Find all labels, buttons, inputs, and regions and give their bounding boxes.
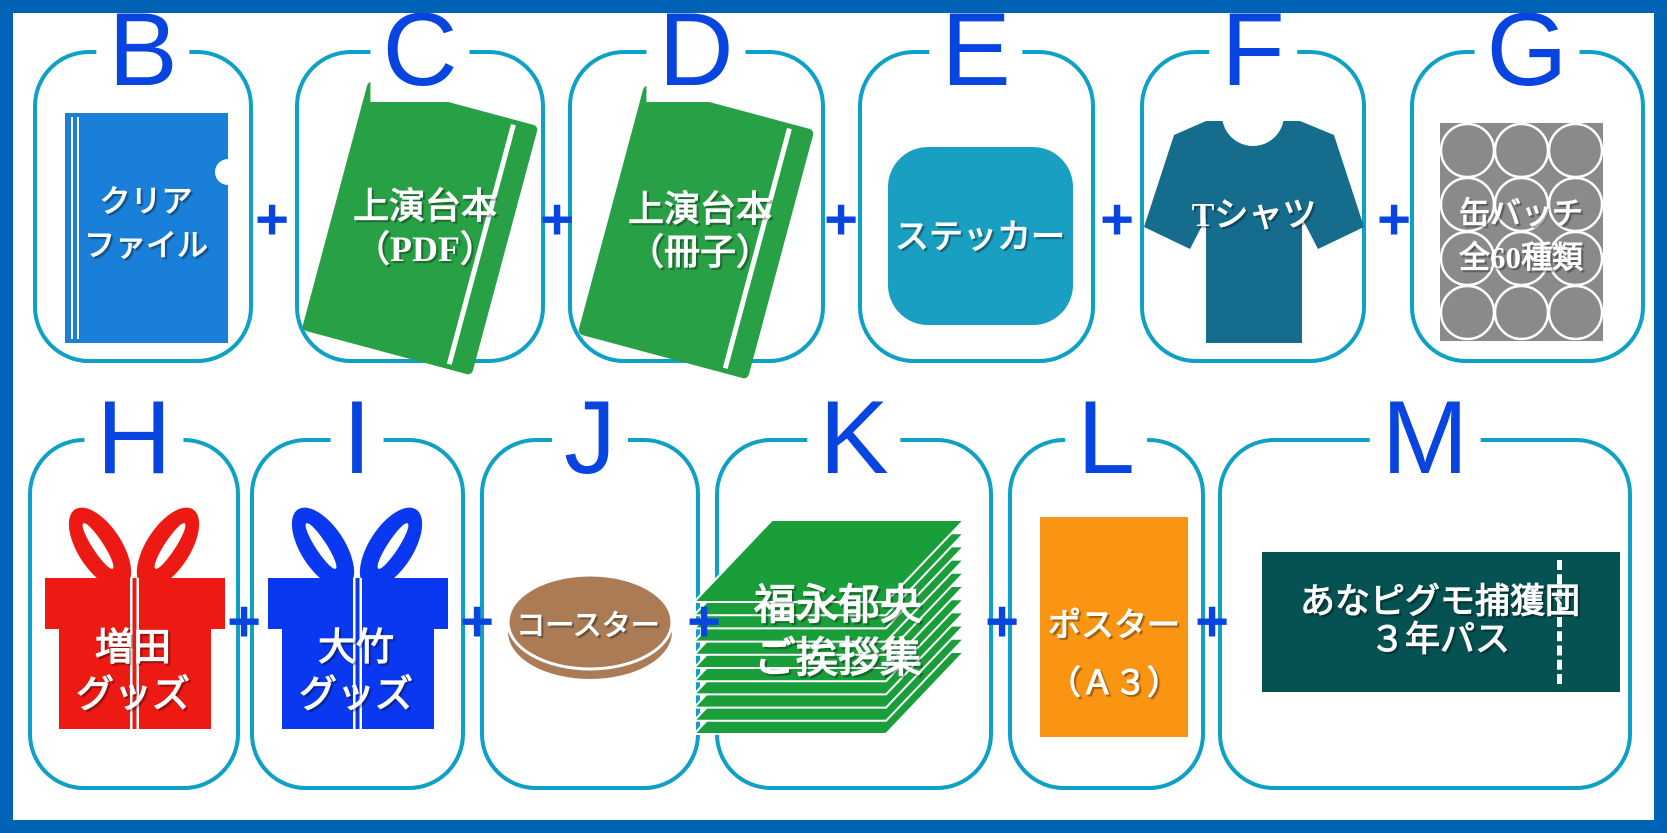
card-letter-G: G <box>1474 0 1580 102</box>
card-letter-C: C <box>370 0 470 102</box>
plus-icon: + <box>1195 589 1229 654</box>
plus-icon: + <box>227 589 261 654</box>
clear-file-icon <box>65 113 241 343</box>
card-letter-E: E <box>929 0 1023 102</box>
card-letter-B: B <box>96 0 190 102</box>
plus-icon: + <box>824 187 858 252</box>
coaster-icon <box>506 573 674 679</box>
ticket-perforation <box>1557 560 1562 684</box>
card-letter-I: I <box>330 386 384 490</box>
item-label-script-booklet: 上演台本（冊子） <box>627 189 773 272</box>
card-letter-L: L <box>1065 386 1147 490</box>
item-label-clear-file: クリアファイル <box>84 184 208 263</box>
item-label-script-pdf: 上演台本（PDF） <box>352 186 498 269</box>
badge-circles <box>1439 122 1604 341</box>
file-edge-line <box>77 117 79 339</box>
card-letter-H: H <box>84 386 184 490</box>
sticker-icon <box>888 147 1073 325</box>
item-label-tshirt: Tシャツ <box>1191 197 1317 234</box>
card-letter-D: D <box>646 0 746 102</box>
plus-icon: + <box>687 589 721 654</box>
plus-icon: + <box>1100 187 1134 252</box>
item-label-badges: 缶バッチ全60種類 <box>1459 196 1583 275</box>
file-thumb-notch <box>215 159 241 185</box>
badge-sheet-icon <box>1439 122 1604 341</box>
item-label-gift-otake: 大竹グッズ <box>298 627 414 716</box>
plus-icon: + <box>985 589 1019 654</box>
card-letter-K: K <box>807 386 901 490</box>
plus-icon: + <box>1377 187 1411 252</box>
card-letter-M: M <box>1369 386 1481 490</box>
ticket-icon <box>1262 552 1620 692</box>
card-letter-J: J <box>552 386 628 490</box>
tshirt-icon <box>1144 115 1364 343</box>
gift-box-red-icon <box>45 507 225 729</box>
item-label-coaster: コースター <box>516 610 660 642</box>
plus-icon: + <box>460 589 494 654</box>
poster-icon <box>1040 517 1188 737</box>
item-label-gift-masuda: 増田グッズ <box>75 627 191 716</box>
plus-icon: + <box>255 187 289 252</box>
gift-box-blue-icon <box>268 507 448 729</box>
item-label-sticker: ステッカー <box>895 219 1065 256</box>
file-edge-line <box>71 117 73 339</box>
card-letter-F: F <box>1209 0 1297 102</box>
item-label-poster: ポスター（Ａ３） <box>1048 608 1180 702</box>
plus-icon: + <box>540 187 574 252</box>
paper-stack-icon <box>691 519 967 735</box>
item-label-greetings: 福永郁央ご挨拶集 <box>753 583 923 682</box>
